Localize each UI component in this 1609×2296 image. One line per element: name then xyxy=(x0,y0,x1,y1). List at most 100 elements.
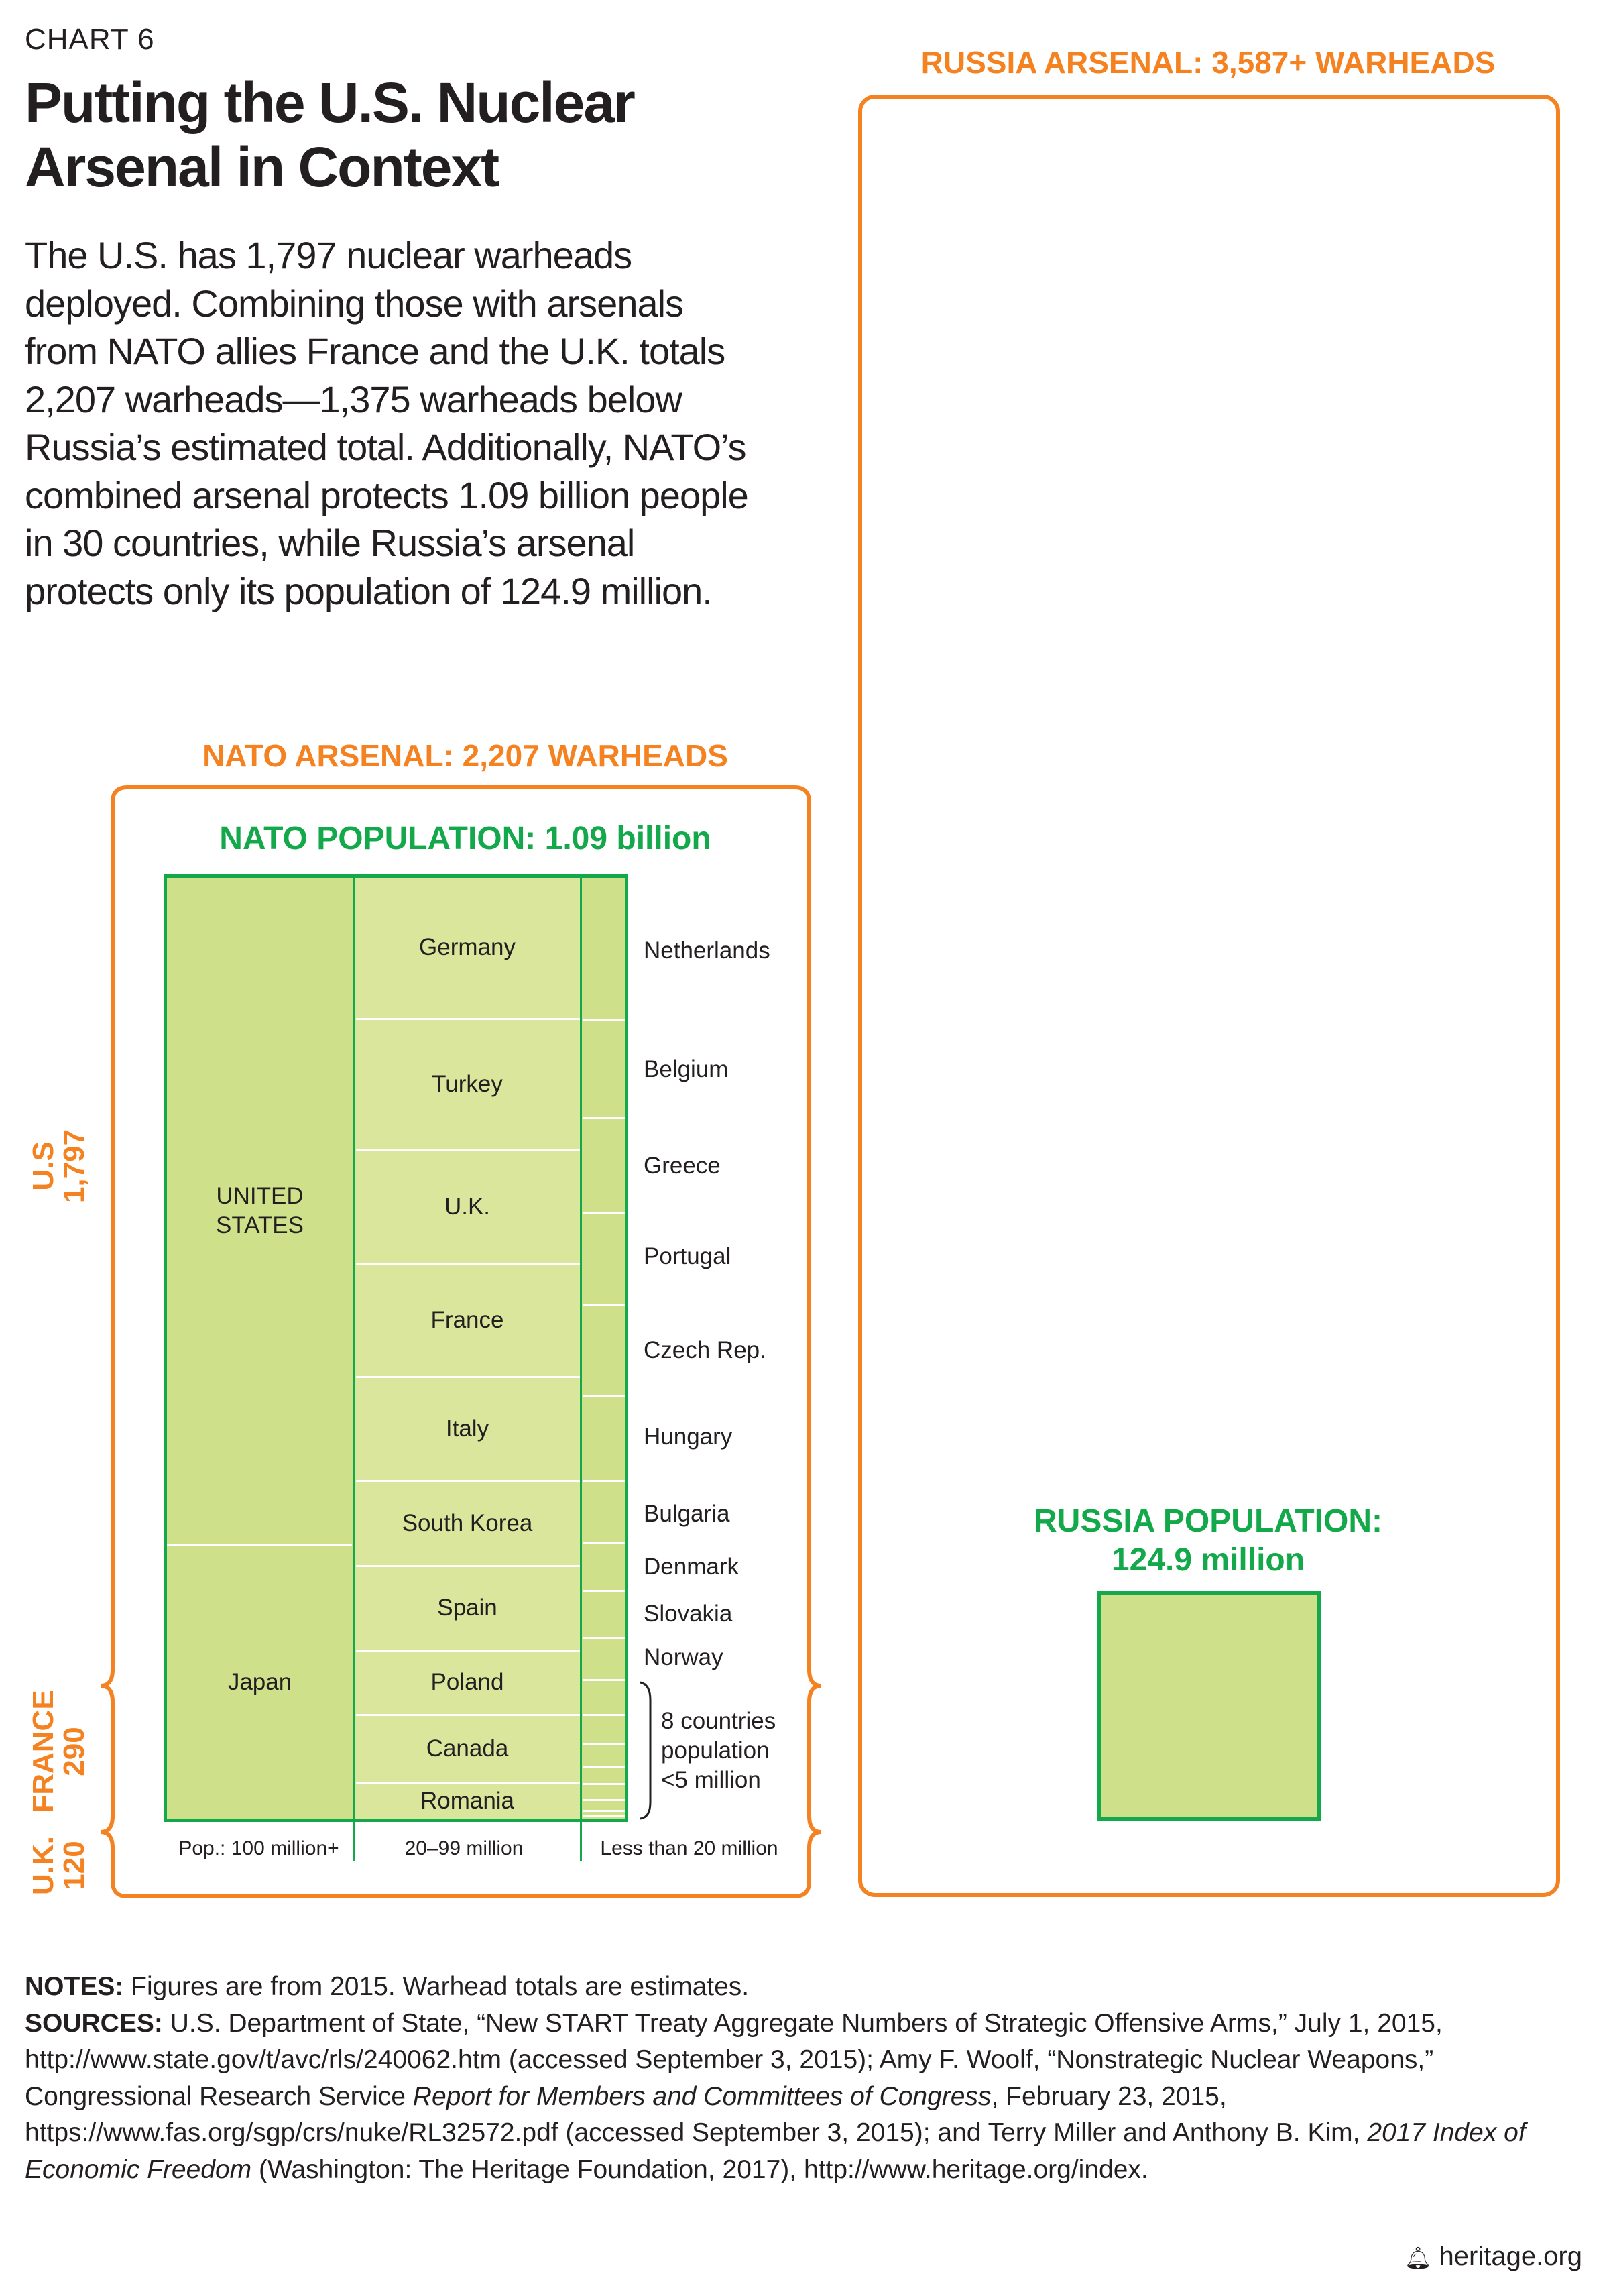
cell-divider xyxy=(356,1565,581,1567)
country-label: Hungary xyxy=(644,1424,733,1450)
warhead-country: U.S xyxy=(27,1141,60,1191)
country-cell xyxy=(581,1481,626,1542)
cell-divider xyxy=(583,1637,626,1639)
cell-divider xyxy=(356,1018,581,1020)
russia-arsenal-frame xyxy=(858,95,1560,1897)
chart-title: Putting the U.S. Nuclear Arsenal in Cont… xyxy=(25,70,636,199)
sources-label: SOURCES: xyxy=(25,2008,163,2038)
cell-divider xyxy=(356,1650,581,1652)
country-cell xyxy=(581,1743,626,1767)
country-cell xyxy=(581,1680,626,1715)
country-label: Denmark xyxy=(644,1554,739,1580)
country-cell xyxy=(581,1816,626,1820)
sources-text: SOURCES: U.S. Department of State, “New … xyxy=(25,2006,1594,2189)
russia-population-line: RUSSIA POPULATION: xyxy=(1033,1503,1383,1539)
country-cell xyxy=(581,1118,626,1213)
column-divider xyxy=(580,876,582,1861)
country-cell xyxy=(581,1715,626,1743)
nato-arsenal-label: NATO ARSENAL: 2,207 WARHEADS xyxy=(202,738,728,773)
cell-divider xyxy=(583,1815,626,1817)
title-line: Putting the U.S. Nuclear xyxy=(25,71,636,134)
country-cell: Germany xyxy=(354,876,581,1019)
country-cell: Spain xyxy=(354,1566,581,1650)
country-cell xyxy=(581,876,626,1020)
country-label: Portugal xyxy=(644,1243,731,1269)
cell-divider xyxy=(356,1263,581,1265)
brand-text[interactable]: heritage.org xyxy=(1439,2242,1582,2271)
column-footer-label: Less than 20 million xyxy=(600,1837,778,1859)
country-label: Norway xyxy=(644,1644,723,1670)
warhead-value: 1,797 xyxy=(58,1129,91,1204)
russia-population-square xyxy=(1097,1591,1321,1821)
nato-population-label: NATO POPULATION: 1.09 billion xyxy=(219,821,711,856)
intro-text: The U.S. has 1,797 nuclear warheads depl… xyxy=(25,234,749,612)
country-cell: Poland xyxy=(354,1650,581,1715)
title-line: Arsenal in Context xyxy=(25,135,499,198)
cell-divider xyxy=(583,1395,626,1397)
country-cell xyxy=(581,1591,626,1638)
country-cell: South Korea xyxy=(354,1481,581,1566)
warhead-label: U.K.120 xyxy=(27,1836,91,1895)
sources-italic: Report for Members and Committees of Con… xyxy=(412,2081,992,2111)
sources-part: (Washington: The Heritage Foundation, 20… xyxy=(251,2155,1148,2184)
country-label: Slovakia xyxy=(644,1601,733,1627)
country-cell xyxy=(581,1542,626,1591)
chart-number: CHART 6 xyxy=(25,23,155,56)
cell-divider xyxy=(583,1766,626,1768)
warhead-country: FRANCE xyxy=(27,1690,60,1813)
cell-divider xyxy=(583,1117,626,1119)
cell-divider xyxy=(356,1714,581,1716)
cell-divider xyxy=(583,1019,626,1021)
country-cell xyxy=(581,1020,626,1118)
cell-divider xyxy=(583,1810,626,1812)
sources-italic: 2017 Index of Economic Freedom xyxy=(25,2118,1526,2184)
column-divider xyxy=(353,876,355,1861)
bell-icon: 🔔︎ xyxy=(1404,2246,1432,2270)
cell-divider xyxy=(583,1714,626,1716)
cell-divider xyxy=(583,1590,626,1592)
column-footer-label: 20–99 million xyxy=(404,1837,524,1859)
russia-arsenal-label: RUSSIA ARSENAL: 3,587+ WARHEADS xyxy=(920,45,1496,80)
cell-divider xyxy=(356,1782,581,1784)
country-cell: UNITED STATES xyxy=(166,876,354,1545)
country-cell: Romania xyxy=(354,1782,581,1820)
warhead-country: U.K. xyxy=(27,1836,60,1895)
country-cell xyxy=(581,1767,626,1784)
small-countries-note: 8 countries population <5 million xyxy=(661,1708,776,1793)
cell-divider xyxy=(583,1212,626,1214)
country-cell: Italy xyxy=(354,1377,581,1481)
warhead-value: 290 xyxy=(58,1727,91,1776)
warhead-value: 120 xyxy=(58,1841,91,1890)
country-cell: Japan xyxy=(166,1545,354,1820)
small-countries-bracket xyxy=(640,1681,652,1820)
country-label: Greece xyxy=(644,1153,721,1179)
country-label: Bulgaria xyxy=(644,1501,730,1527)
country-cell xyxy=(581,1305,626,1396)
country-cell: France xyxy=(354,1264,581,1377)
cell-divider xyxy=(356,1376,581,1378)
notes-sources: NOTES: Figures are from 2015. Warhead to… xyxy=(25,1969,1594,2188)
cell-divider xyxy=(583,1304,626,1306)
column-footer-label: Pop.: 100 million+ xyxy=(178,1837,339,1859)
cell-divider xyxy=(583,1743,626,1745)
notes-label: NOTES: xyxy=(25,1972,124,2001)
cell-divider xyxy=(583,1799,626,1801)
cell-divider xyxy=(356,1480,581,1482)
brand[interactable]: 🔔︎ heritage.org xyxy=(1405,2242,1582,2272)
country-label: Netherlands xyxy=(644,937,770,964)
cell-divider xyxy=(583,1679,626,1681)
country-cell: Turkey xyxy=(354,1019,581,1150)
country-cell xyxy=(581,1213,626,1305)
country-cell xyxy=(581,1811,626,1816)
russia-population-value: 124.9 million xyxy=(1111,1542,1305,1578)
nato-arsenal-frame xyxy=(100,785,822,1898)
country-cell xyxy=(581,1800,626,1811)
sources-part: , February 23, 2015, https://www.fas.org… xyxy=(25,2081,1368,2148)
cell-divider xyxy=(356,1149,581,1151)
russia-population-label: RUSSIA POPULATION: 124.9 million xyxy=(1034,1502,1382,1580)
country-cell: Canada xyxy=(354,1715,581,1782)
